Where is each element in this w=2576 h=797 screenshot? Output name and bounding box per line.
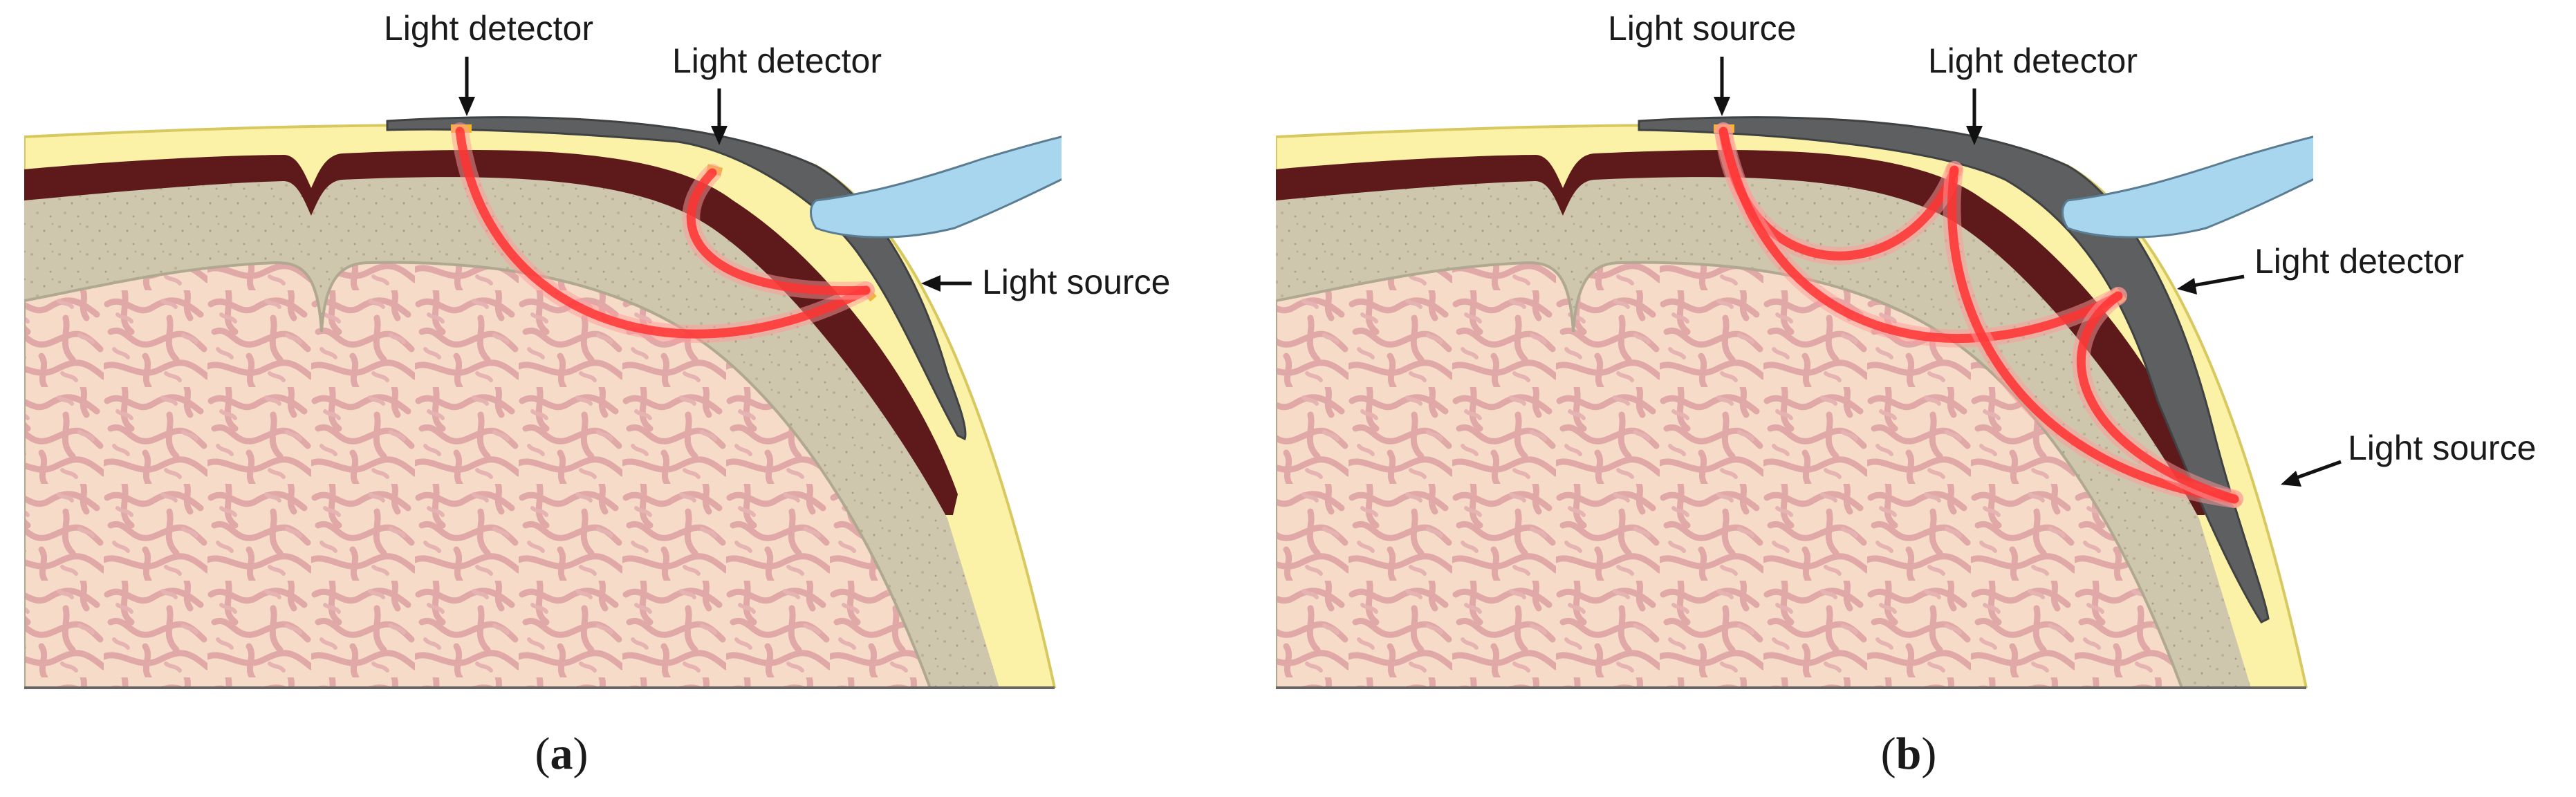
cable (810, 135, 1062, 238)
label-a-detector-2: Light detector (672, 41, 882, 80)
cable (2061, 135, 2313, 238)
label-b-source-2: Light source (2348, 429, 2536, 467)
label-a-source: Light source (982, 263, 1170, 301)
label-a-detector-1: Light detector (384, 9, 593, 48)
panel-a (24, 116, 1062, 688)
caption-b: (b) (1881, 729, 1937, 779)
panel-b (1276, 116, 2313, 688)
label-b-detector-2: Light detector (2254, 242, 2464, 281)
light-paths-b (1714, 122, 2243, 508)
brain (1276, 261, 2184, 688)
probe (386, 116, 967, 441)
light-paths-a (451, 122, 875, 344)
caption-a: (a) (535, 729, 589, 779)
label-b-source-1: Light source (1608, 9, 1796, 48)
probe (1638, 116, 2270, 623)
brain (24, 261, 932, 688)
label-b-detector-1: Light detector (1928, 41, 2138, 80)
